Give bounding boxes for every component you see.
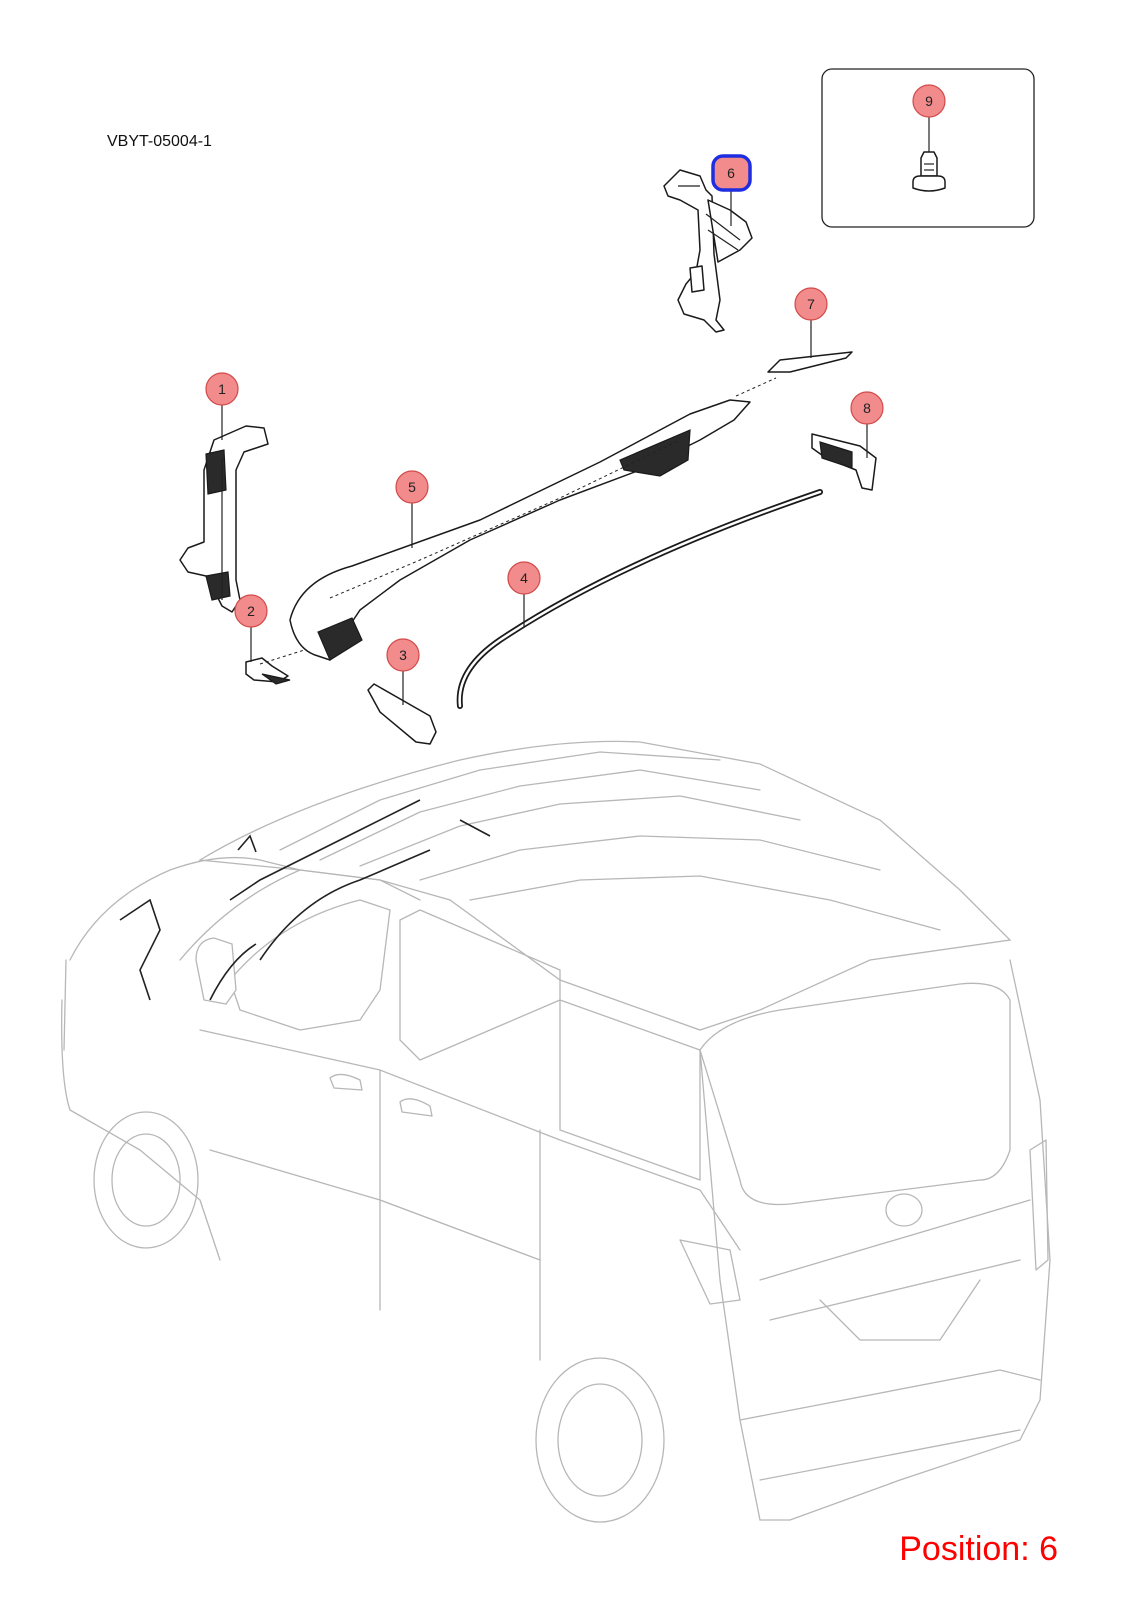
svg-text:4: 4 bbox=[520, 570, 528, 586]
trim-part-7 bbox=[767, 351, 853, 373]
callout-7[interactable]: 7 bbox=[794, 287, 828, 321]
svg-text:6: 6 bbox=[727, 165, 735, 181]
clip-part-9 bbox=[912, 115, 946, 192]
seal-part-4 bbox=[456, 489, 823, 709]
svg-text:5: 5 bbox=[408, 479, 416, 495]
svg-text:2: 2 bbox=[247, 603, 255, 619]
callout-9[interactable]: 9 bbox=[912, 84, 946, 118]
bracket-part-6 bbox=[663, 169, 753, 333]
callout-2[interactable]: 2 bbox=[234, 594, 268, 628]
inset-detail-box bbox=[821, 68, 1035, 228]
trim-part-3 bbox=[367, 683, 437, 745]
trim-part-2 bbox=[245, 657, 291, 685]
callout-5[interactable]: 5 bbox=[395, 470, 429, 504]
svg-text:8: 8 bbox=[863, 400, 871, 416]
svg-text:7: 7 bbox=[807, 296, 815, 312]
callout-6-selected[interactable]: 6 bbox=[711, 154, 752, 192]
svg-text:1: 1 bbox=[218, 381, 226, 397]
callout-3[interactable]: 3 bbox=[386, 638, 420, 672]
svg-text:3: 3 bbox=[399, 647, 407, 663]
bracket-part-1 bbox=[179, 425, 269, 613]
roof-rail-part-5 bbox=[289, 399, 751, 661]
position-readout: Position: 6 bbox=[899, 1530, 1058, 1568]
callout-1[interactable]: 1 bbox=[205, 372, 239, 406]
assembly-dash-line-right bbox=[735, 377, 777, 397]
callout-4[interactable]: 4 bbox=[507, 561, 541, 595]
diagram-code: VBYT-05004-1 bbox=[107, 133, 212, 150]
van-illustration bbox=[61, 740, 1051, 1523]
bracket-part-8 bbox=[811, 433, 877, 491]
callout-8[interactable]: 8 bbox=[850, 391, 884, 425]
svg-text:9: 9 bbox=[925, 93, 933, 109]
